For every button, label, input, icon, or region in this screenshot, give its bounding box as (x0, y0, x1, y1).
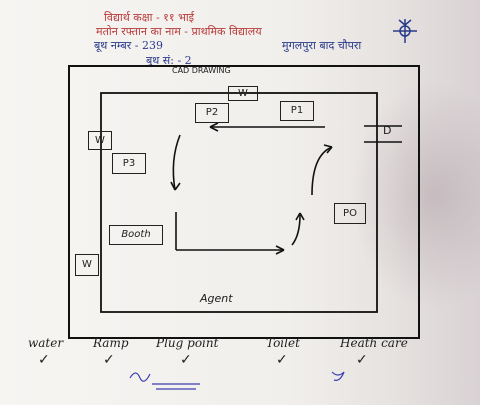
booth-box: Booth (109, 225, 163, 245)
header-booth-number: बूथ नम्बर - 239 (94, 39, 163, 52)
check-icon: ✓ (276, 352, 288, 368)
checklist-heath-care: Heath care (340, 336, 408, 350)
checklist-water: water (28, 336, 64, 350)
agent-label: Agent (200, 292, 233, 305)
checklist-ramp: Ramp (93, 336, 129, 350)
window-left-top-box: W (88, 131, 112, 150)
check-icon: ✓ (38, 352, 50, 368)
sheet-number: बुथ सं: - 2 (146, 54, 192, 67)
check-icon: ✓ (356, 352, 368, 368)
door-marks (364, 125, 402, 143)
po-box: PO (334, 203, 366, 224)
stamp-signature-left (129, 372, 200, 390)
check-icon: ✓ (180, 352, 192, 368)
stamp-signature-right (331, 371, 345, 381)
p3-box: P3 (112, 153, 146, 174)
header-place: मुगलपुरा बाद चौपरा (282, 39, 362, 52)
hand-shadow (350, 80, 480, 310)
p1-box: P1 (280, 101, 314, 121)
compass-icon (393, 19, 417, 43)
window-top-box: W (228, 86, 258, 101)
checklist-plug-point: Plug point (156, 336, 219, 350)
p2-box: P2 (195, 103, 229, 123)
header-line-2: मतोन रफ्तान का नाम - प्राथमिक विद्यालय (96, 25, 262, 38)
outer-boundary (68, 65, 420, 339)
flow-path (170, 122, 333, 255)
checklist-toilet: Toilet (266, 336, 300, 350)
window-left-bottom-box: W (75, 254, 99, 276)
drawing-title: CAD DRAWING (172, 66, 231, 75)
inner-room (100, 92, 378, 313)
door-label: D (383, 124, 392, 137)
header-line-1: विद्यार्थ कक्षा - ११ भाई (104, 11, 195, 24)
check-icon: ✓ (103, 352, 115, 368)
